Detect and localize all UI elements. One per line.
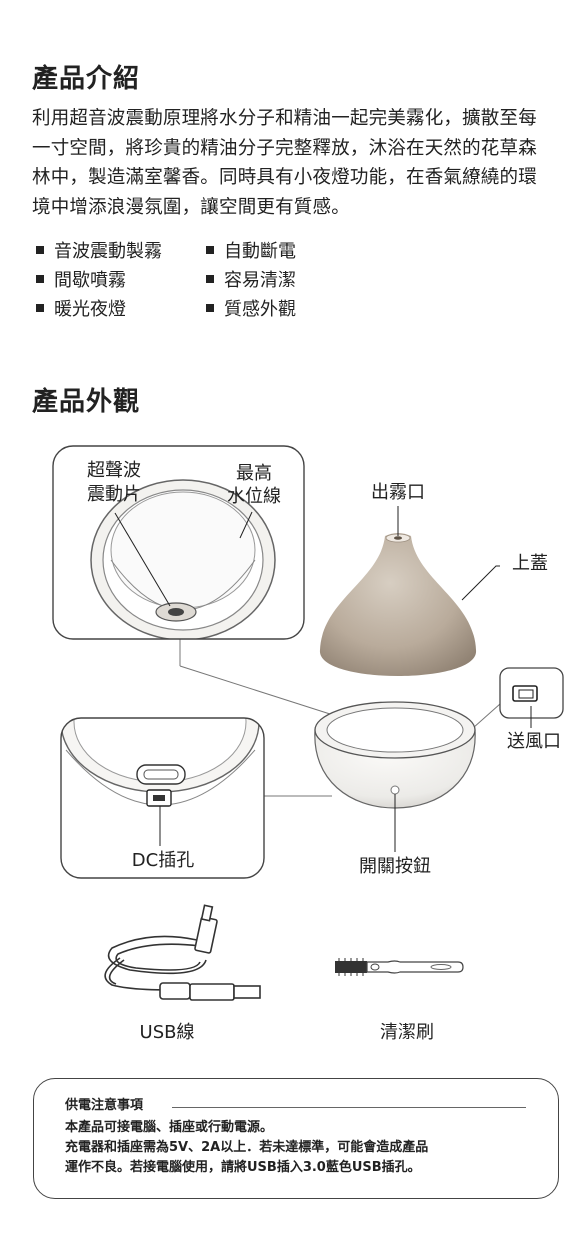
power-notice-line: 運作不良。若接電腦使用，請將USB插入3.0藍色USB插孔。	[65, 1160, 421, 1175]
feature-item: 音波震動製霧	[36, 241, 162, 263]
notice-divider	[172, 1107, 526, 1108]
feature-item: 容易清潔	[206, 270, 296, 292]
dc-jack-detail-illustration	[60, 717, 265, 879]
power-button-icon	[390, 785, 400, 795]
bullet-icon	[206, 275, 214, 283]
bowl-detail-illustration	[52, 445, 305, 640]
top-cover-label: 上蓋	[512, 553, 548, 574]
bullet-icon	[206, 246, 214, 254]
usb-cable-label: USB線	[139, 1022, 195, 1043]
bullet-icon	[36, 275, 44, 283]
feature-item: 自動斷電	[206, 241, 296, 263]
cleaning-brush-illustration	[335, 958, 464, 976]
power-notice-title: 供電注意事項	[65, 1098, 144, 1113]
product-intro-title: 產品介紹	[32, 64, 141, 94]
ultrasonic-label-line1: 超聲波	[87, 460, 141, 481]
product-intro-paragraph: 利用超音波震動原理將水分子和精油一起完美霧化，擴散至每一寸空間，將珍貴的精油分子…	[32, 108, 537, 218]
ultrasonic-label-line2: 震動片	[87, 484, 141, 505]
max-water-label-line2: 水位線	[227, 486, 281, 507]
air-vent-label: 送風口	[507, 731, 561, 752]
cleaning-brush-label: 清潔刷	[380, 1022, 434, 1043]
bullet-icon	[36, 246, 44, 254]
feature-item: 質感外觀	[206, 299, 296, 321]
feature-item: 間歇噴霧	[36, 270, 126, 292]
dc-jack-label: DC插孔	[131, 850, 195, 871]
usb-cable-illustration	[104, 904, 261, 1001]
max-water-label-line1: 最高	[236, 463, 272, 484]
base-illustration	[314, 701, 476, 809]
power-notice-line: 本產品可接電腦、插座或行動電源。	[65, 1120, 274, 1135]
power-notice-line: 充電器和插座需為5V、2A以上．若未達標準，可能會造成產品	[65, 1140, 429, 1155]
mist-outlet-label: 出霧口	[371, 482, 425, 503]
top-cover-illustration	[319, 533, 477, 676]
power-switch-label: 開關按鈕	[359, 856, 431, 877]
product-exterior-title: 產品外觀	[32, 387, 141, 417]
power-notice-box	[33, 1078, 559, 1199]
bullet-icon	[36, 304, 44, 312]
feature-item: 暖光夜燈	[36, 299, 126, 321]
bullet-icon	[206, 304, 214, 312]
